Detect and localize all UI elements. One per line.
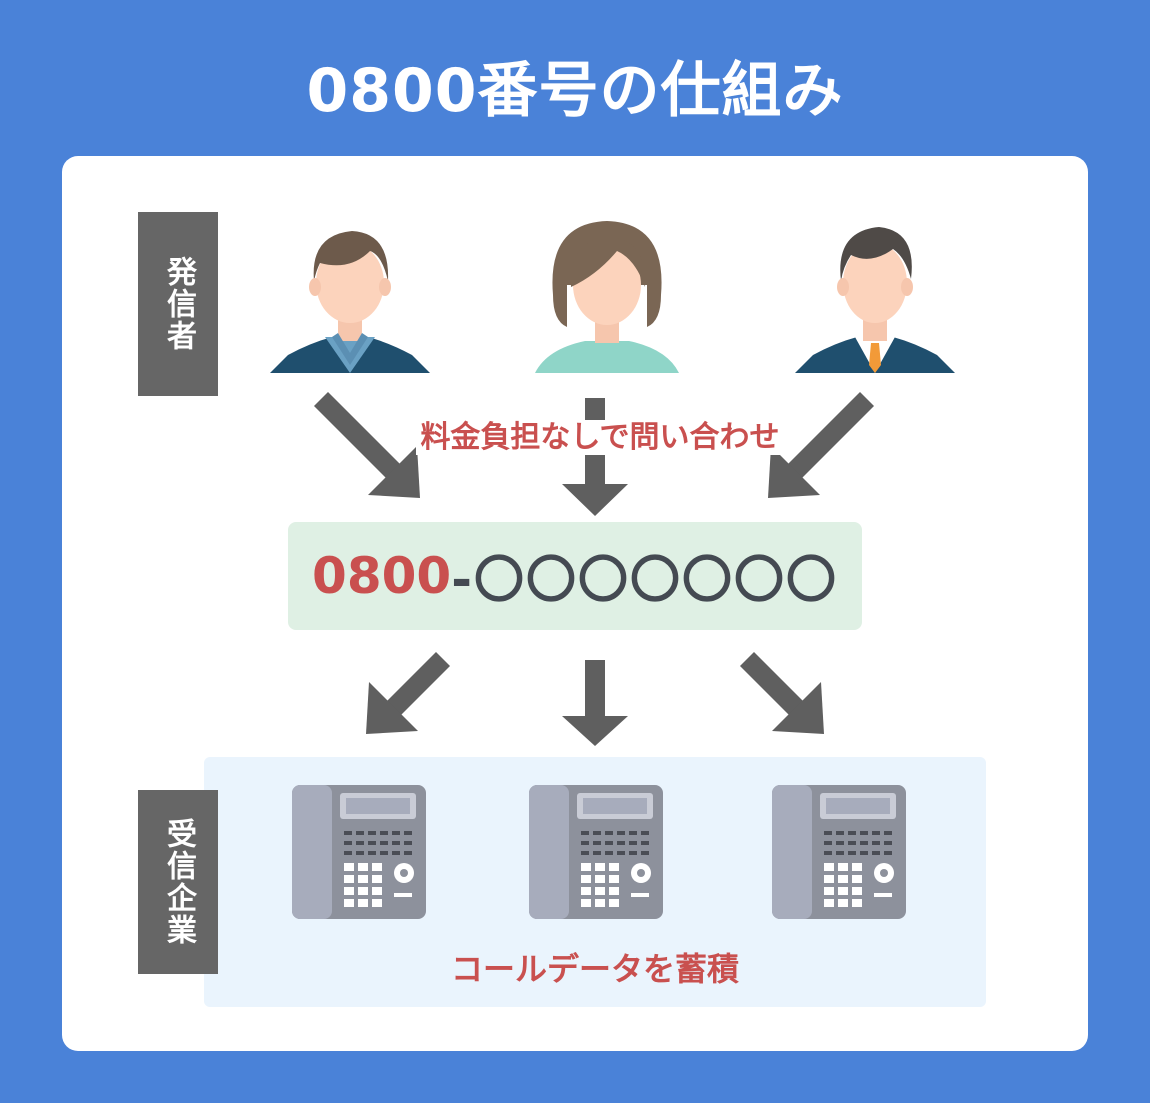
number-rest: -〇〇〇〇〇〇〇	[451, 551, 838, 609]
person-man-tie-icon	[795, 227, 955, 373]
call-data-caption: コールデータを蓄積	[450, 950, 739, 988]
page-title: 0800番号の仕組み	[306, 56, 844, 126]
arrow-down-left-icon	[366, 652, 450, 734]
arrow-down-right-icon	[314, 392, 420, 498]
desk-phone-icon	[772, 785, 906, 919]
arrow-down-right-icon	[740, 652, 824, 734]
free-call-caption: 料金負担なしで問い合わせ	[395, 412, 805, 456]
receiver-label: 受信企業	[138, 790, 218, 974]
person-man-icon	[270, 231, 430, 373]
sender-label: 発信者	[138, 212, 218, 396]
arrow-down-left-icon	[768, 392, 874, 498]
person-woman-icon	[535, 221, 679, 373]
desk-phone-icon	[529, 785, 663, 919]
arrow-down-icon	[562, 660, 628, 746]
phone-number-box: 0800-〇〇〇〇〇〇〇	[288, 522, 862, 630]
desk-phone-icon	[292, 785, 426, 919]
free-call-caption-text: 料金負担なしで問い合わせ	[416, 420, 784, 455]
number-prefix: 0800	[312, 547, 452, 605]
